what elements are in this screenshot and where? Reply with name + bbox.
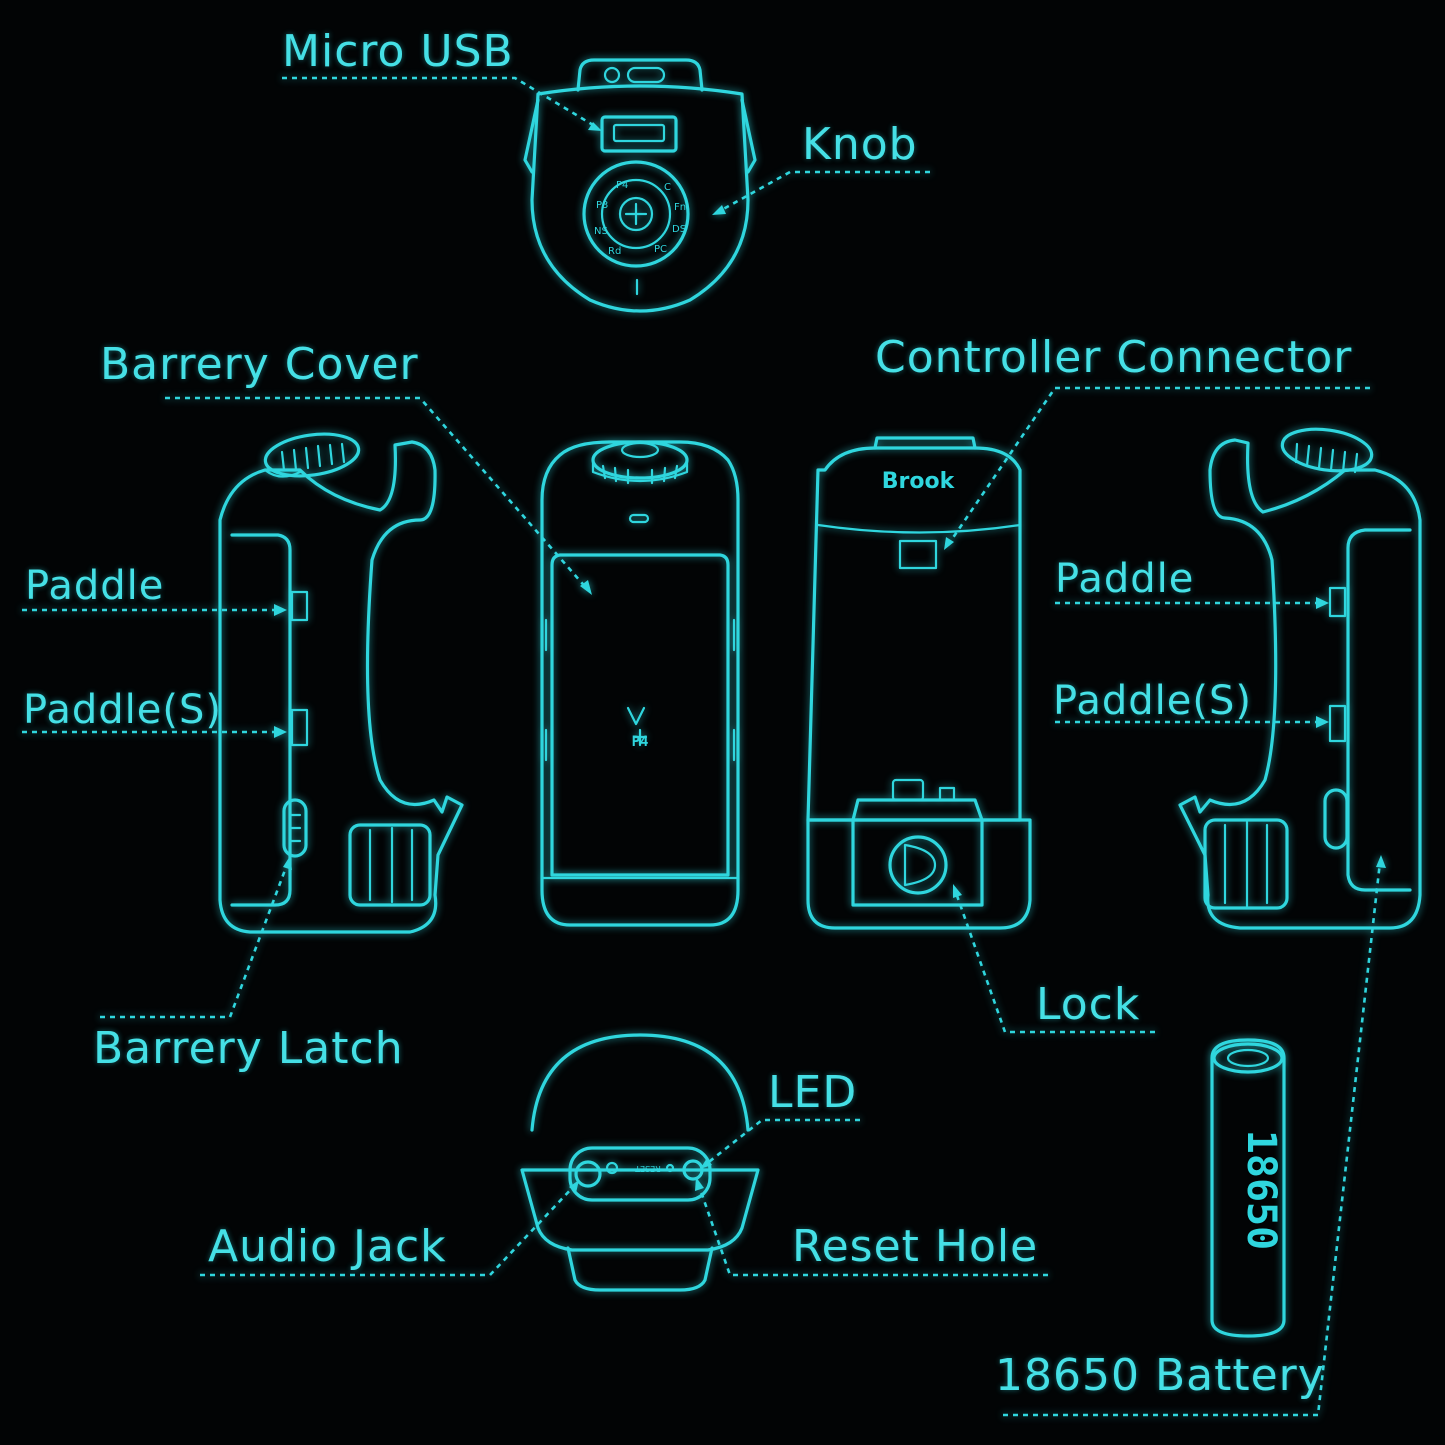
knob-mode-rd: Rd	[608, 246, 621, 257]
p4-logo-sub: P4	[632, 734, 649, 750]
audio-jack-port	[574, 1160, 602, 1188]
reset-hole	[682, 1159, 704, 1181]
knob-mode-ds: DS	[672, 224, 686, 235]
leader-lines	[22, 76, 1386, 1417]
micro-usb-port	[600, 115, 678, 153]
battery-print: 18650	[1238, 1130, 1284, 1250]
label-paddle-s-left: Paddle(S)	[23, 687, 222, 733]
label-paddle-left: Paddle	[25, 563, 165, 609]
bottom-port-unit	[520, 1033, 760, 1292]
knob-mode-fn: Fn	[674, 202, 686, 213]
label-micro-usb: Micro USB	[282, 26, 514, 77]
label-knob: Knob	[802, 119, 918, 170]
brand-logo: Brook	[882, 469, 956, 494]
knob-mode-pc: PC	[654, 244, 667, 255]
battery-18650	[1210, 1038, 1286, 1338]
knob-mode-p3: P3	[596, 200, 608, 211]
controller-connector-port	[898, 539, 938, 570]
label-controller-connector: Controller Connector	[875, 332, 1353, 383]
knob-mode-c: C	[664, 182, 671, 193]
label-battery-cover: Barrery Cover	[100, 339, 419, 390]
lock-dial	[888, 835, 948, 895]
label-audio-jack: Audio Jack	[208, 1221, 447, 1272]
top-knob-unit	[523, 58, 757, 313]
center-front-body	[806, 436, 1032, 930]
knob-dial	[582, 160, 690, 268]
label-lock: Lock	[1036, 979, 1141, 1030]
label-18650-battery: 18650 Battery	[995, 1350, 1325, 1401]
center-back-body	[540, 440, 740, 927]
device-text: Brook P4 RESET 18650 C Fn DS PC Rd NS P3…	[594, 180, 1284, 1250]
label-paddle-s-right: Paddle(S)	[1053, 678, 1252, 724]
right-grip	[1178, 427, 1422, 930]
label-reset-hole: Reset Hole	[792, 1221, 1039, 1272]
label-paddle-right: Paddle	[1055, 556, 1195, 602]
label-led: LED	[768, 1067, 858, 1118]
label-battery-latch: Barrery Latch	[93, 1023, 404, 1074]
reset-print: RESET	[635, 1164, 661, 1173]
knob-mode-p4: P4	[616, 180, 628, 191]
left-grip	[218, 432, 464, 934]
knob-mode-ns: NS	[594, 226, 608, 237]
